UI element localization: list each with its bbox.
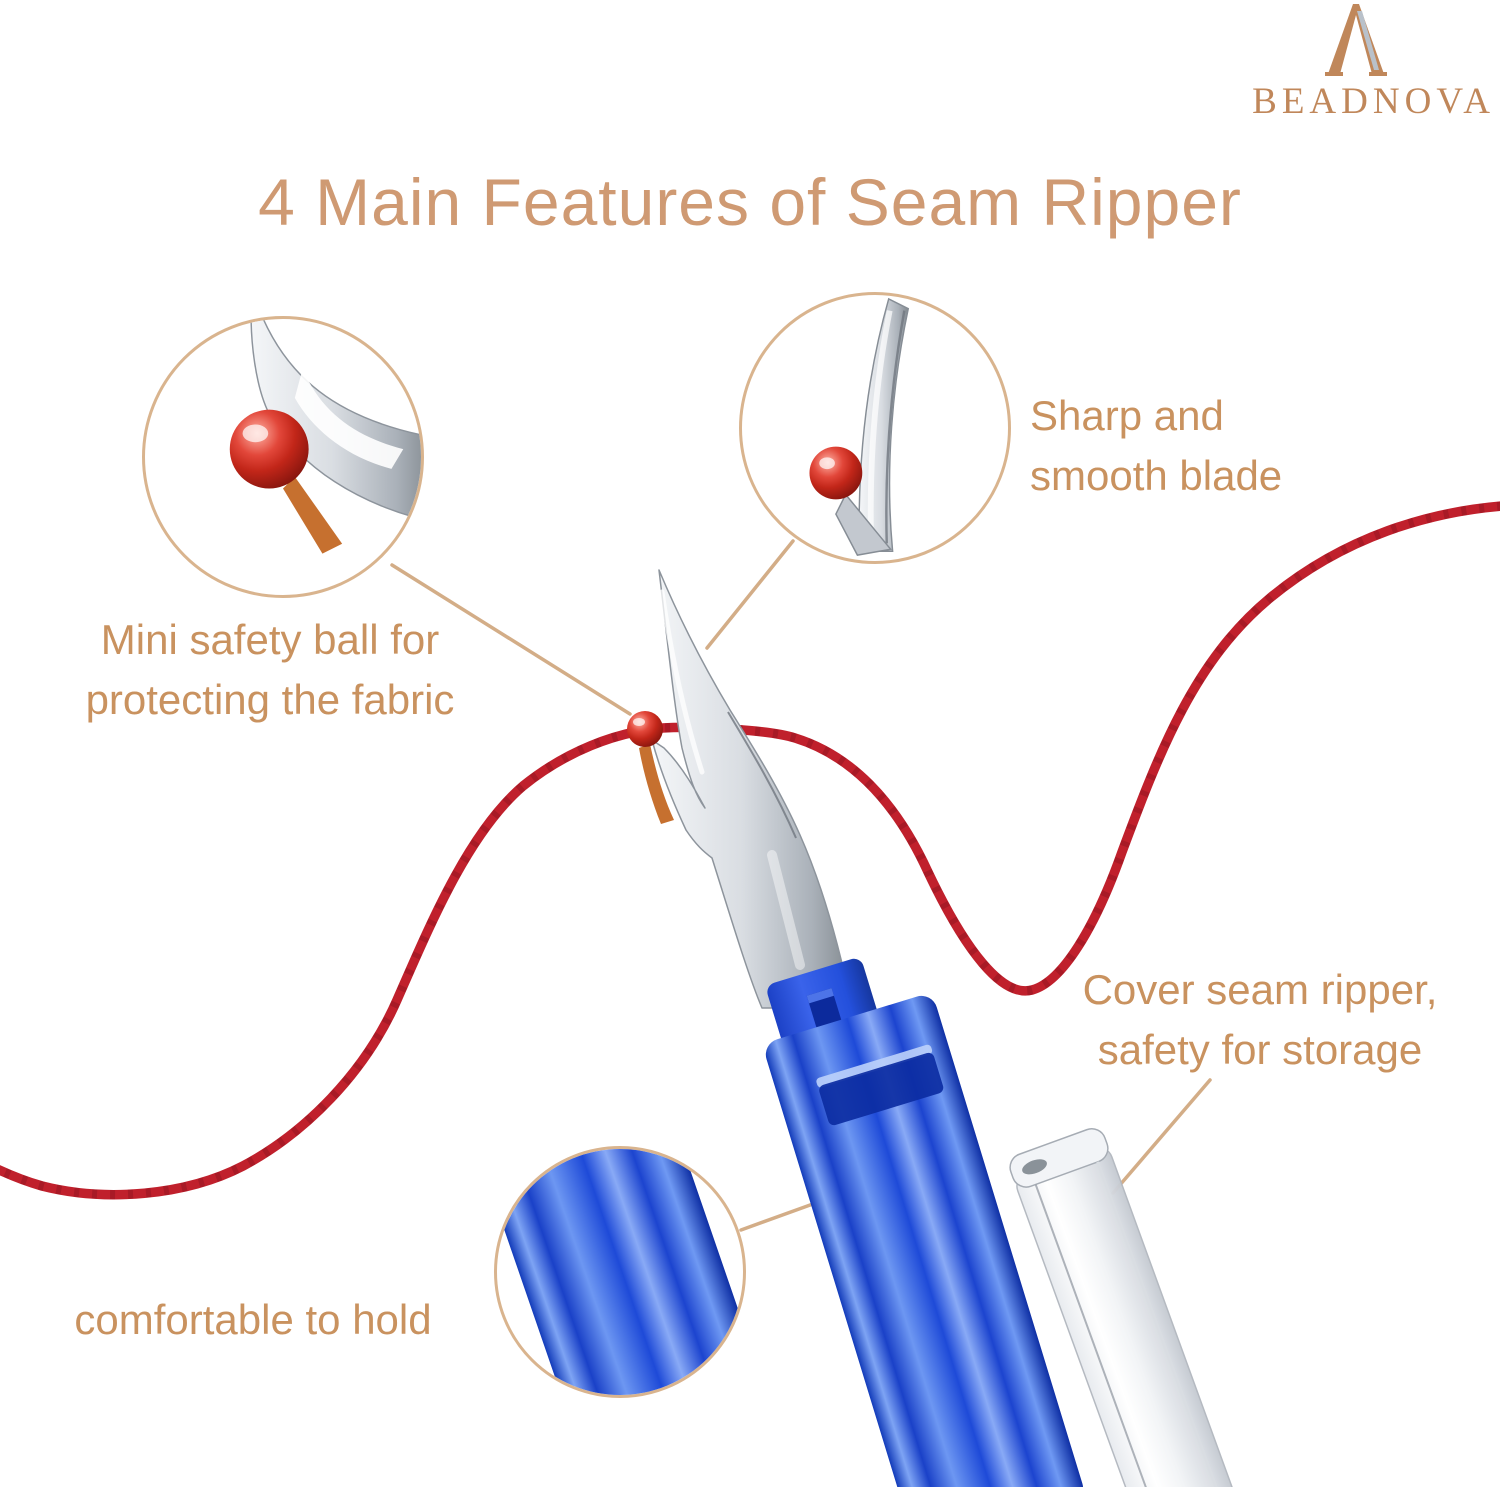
safety-ball-highlight (633, 718, 645, 726)
seam-ripper-blade (651, 569, 853, 1009)
zoom-blade-shine (867, 310, 893, 542)
zoom-blade-ball (809, 446, 863, 500)
handle-groove-lip (816, 1044, 933, 1088)
beadnova-logo-icon (1325, 4, 1387, 76)
neck-slot-lip (806, 988, 834, 1004)
zoom-amber-drip (283, 476, 343, 554)
blade-zoom-art (809, 297, 910, 556)
zoom-safety-ball (229, 409, 309, 489)
feature-label-safety-ball: Mini safety ball for protecting the fabr… (35, 610, 505, 729)
feature-label-line: Mini safety ball for (100, 616, 440, 663)
callout-line-blade (705, 539, 795, 650)
feature-label-line: Cover seam ripper, (1082, 966, 1438, 1013)
cover-opening (1022, 1159, 1047, 1175)
feature-label-cover: Cover seam ripper, safety for storage (1055, 960, 1465, 1079)
red-thread (0, 501, 1500, 1200)
blade-edge-line (727, 711, 797, 839)
cover-group (1009, 1128, 1251, 1487)
handle-group (765, 958, 1084, 1487)
zoom-blade-edge (885, 310, 906, 544)
zoom-blade-notch (294, 368, 404, 469)
blade-zoom-circle (739, 292, 1011, 564)
handle-groove (819, 1052, 944, 1126)
handle (765, 995, 1084, 1487)
feature-label-line: smooth blade (1030, 451, 1283, 499)
callout-line-grip (739, 1198, 826, 1232)
feature-label-line: safety for storage (1097, 1025, 1423, 1073)
zoom-short-prong (835, 493, 893, 556)
zoom-handle-ridges (497, 1149, 743, 1395)
zoom-blade-ball-highlight (819, 457, 835, 470)
cover-right-highlight (1096, 1161, 1239, 1487)
grip-zoom-art (497, 1149, 743, 1395)
safety-ball (627, 711, 663, 747)
grip-zoom-circle (494, 1146, 746, 1398)
page-title: 4 Main Features of Seam Ripper (258, 165, 1242, 240)
feature-label-grip: comfortable to hold (48, 1290, 458, 1350)
callout-line-ball (390, 563, 632, 716)
ball-zoom-circle (142, 316, 424, 598)
shaft-highlight (767, 850, 805, 970)
callout-line-cover (1111, 1078, 1212, 1195)
cover-inner-edge (1034, 1184, 1177, 1487)
feature-label-line: comfortable to hold (74, 1296, 432, 1343)
amber-drip (639, 744, 674, 824)
feature-label-blade: Sharp and smooth blade (1030, 386, 1340, 505)
feature-label-line: protecting the fabric (85, 675, 455, 723)
feature-label-line: Sharp and (1030, 392, 1224, 439)
brand-name: BEADNOVA (1252, 81, 1495, 122)
callout-lines (390, 539, 1212, 1232)
ball-zoom-art (229, 319, 421, 554)
blade-highlight (659, 589, 705, 775)
zoom-ball-highlight (242, 424, 269, 443)
